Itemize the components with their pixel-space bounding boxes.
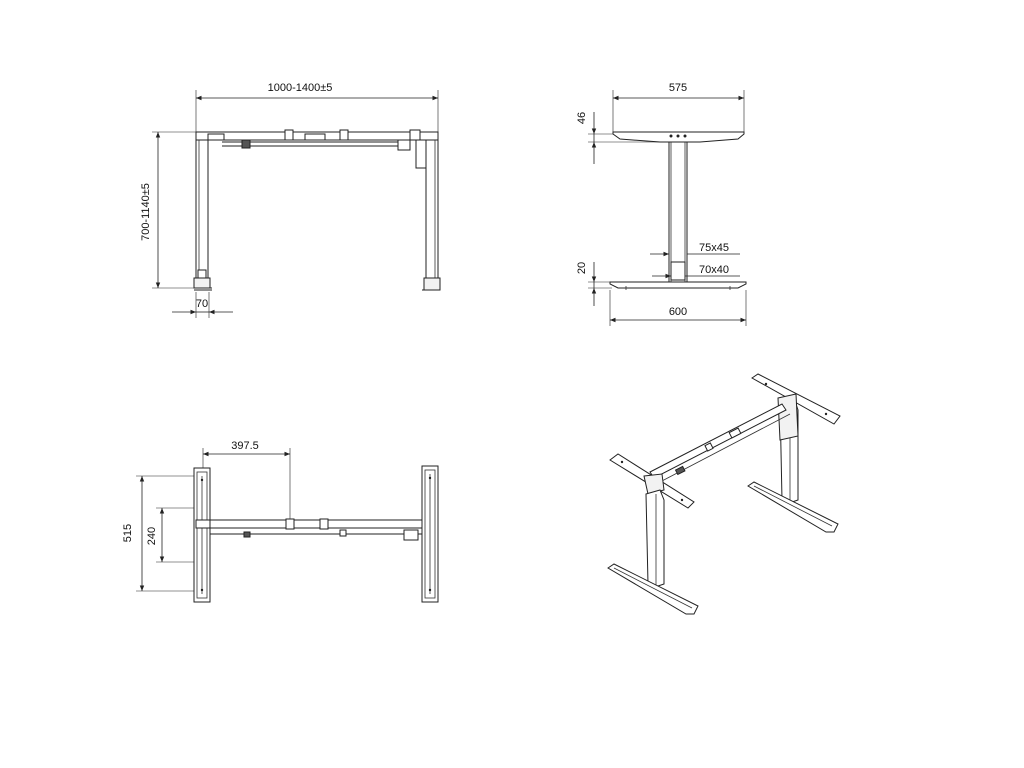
top-depth-label: 515 <box>122 524 134 542</box>
side-foot-width-label: 600 <box>669 306 687 318</box>
front-width-label: 1000-1400±5 <box>268 82 333 94</box>
front-foot-label: 70 <box>196 298 208 310</box>
top-crossbar <box>209 519 423 529</box>
front-view: 1000-1400±5 700-1140±5 70 <box>140 82 441 318</box>
front-right-leg <box>425 139 439 279</box>
side-foot <box>609 281 747 289</box>
iso-front-column <box>645 489 665 589</box>
front-left-leg <box>195 139 209 279</box>
side-top-label: 575 <box>669 82 687 94</box>
side-view: 575 46 75x45 70x40 20 600 <box>576 82 747 326</box>
side-column-outer-label: 75x45 <box>699 242 729 254</box>
top-view: 397.5 515 240 <box>122 440 439 603</box>
side-column-inner-label: 70x40 <box>699 264 729 276</box>
iso-crossbar <box>649 403 787 479</box>
side-plate-label: 46 <box>576 112 588 124</box>
front-height-label: 700-1140±5 <box>140 183 152 241</box>
top-hole-label: 240 <box>146 527 158 545</box>
side-column <box>668 141 688 283</box>
isometric-view <box>607 373 841 615</box>
side-foot-height-label: 20 <box>576 262 588 274</box>
top-offset-label: 397.5 <box>231 440 259 452</box>
